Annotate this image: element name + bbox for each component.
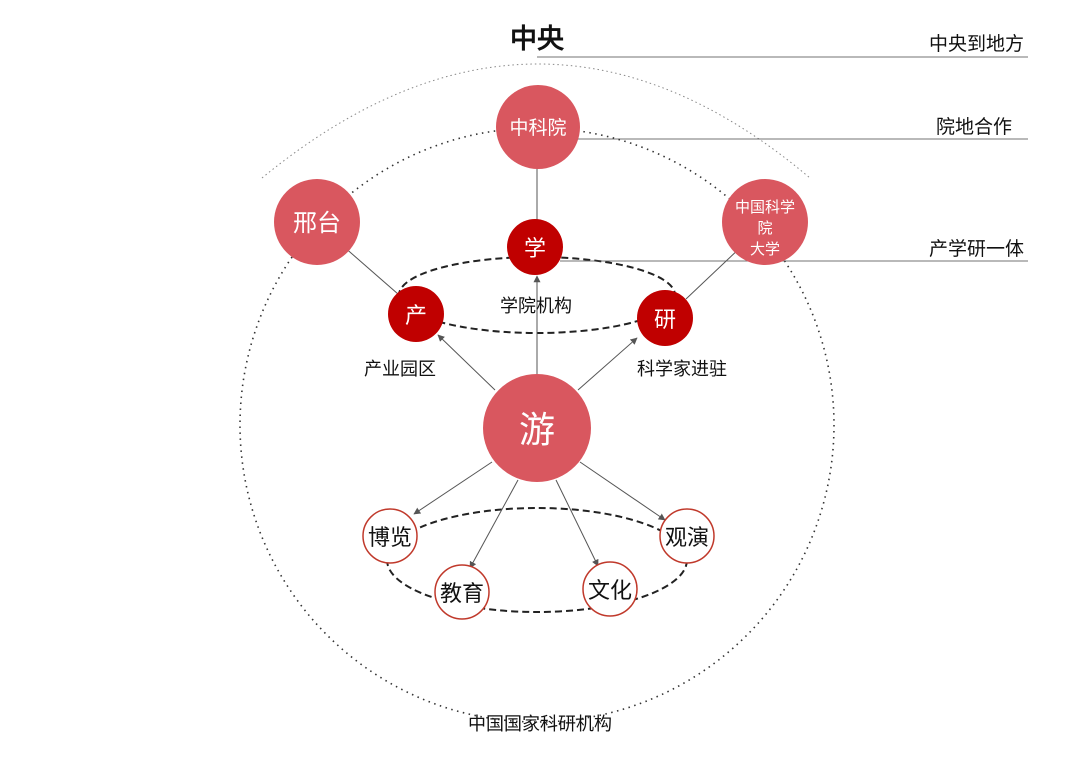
wenhua-node[interactable]: [582, 561, 638, 617]
arrow-you-to-jiaoyu: [469, 479, 519, 569]
ucas-label-line2: 院: [757, 219, 772, 237]
arrow-you-to-yan: [577, 337, 638, 391]
level-label-central-to-local: 中央到地方: [929, 33, 1024, 55]
ucas-label-line3: 大学: [750, 240, 780, 258]
arrow-you-to-bolan: [413, 461, 493, 515]
bolan-node[interactable]: [362, 508, 418, 564]
central-arc: [261, 63, 811, 179]
jiaoyu-label: 教育: [440, 582, 484, 607]
research-institutions-label: 中国国家科研机构: [468, 714, 612, 735]
ucas-node[interactable]: [722, 179, 808, 265]
tourism-ring: [386, 507, 688, 613]
arrow-yan-to-ucas: [685, 245, 743, 300]
jiaoyu-node[interactable]: [434, 564, 490, 620]
level-label-cooperation: 院地合作: [936, 116, 1012, 138]
xue-label: 学: [524, 237, 546, 262]
yan-label: 研: [654, 308, 676, 333]
you-label: 游: [519, 410, 555, 451]
xue-node[interactable]: [507, 219, 563, 275]
industrial-park-label: 产业园区: [364, 359, 436, 380]
xingtai-label: 邢台: [293, 209, 341, 237]
guanyan-node[interactable]: [659, 508, 715, 564]
cas-label: 中科院: [509, 117, 566, 139]
ucas-label-line1: 中国科学: [735, 198, 795, 216]
wenhua-label: 文化: [588, 579, 632, 604]
xingtai-node[interactable]: [274, 179, 360, 265]
arrow-chan-to-xingtai: [342, 245, 399, 295]
level-label-integration: 产学研一体: [929, 238, 1024, 260]
arrow-you-to-chan: [437, 334, 496, 391]
yan-node[interactable]: [637, 290, 693, 346]
scientists-settle-label: 科学家进驻: [637, 359, 727, 380]
bolan-label: 博览: [368, 526, 412, 551]
academic-institutions-label: 学院机构: [500, 296, 572, 317]
you-node[interactable]: [483, 374, 591, 482]
chan-node[interactable]: [388, 286, 444, 342]
arrow-you-to-wenhua: [555, 479, 599, 567]
chan-label: 产: [405, 304, 427, 329]
cas-node[interactable]: [496, 85, 580, 169]
guanyan-label: 观演: [665, 526, 709, 551]
top-title: 中央: [510, 24, 565, 55]
arrow-you-to-guanyan: [579, 461, 666, 521]
